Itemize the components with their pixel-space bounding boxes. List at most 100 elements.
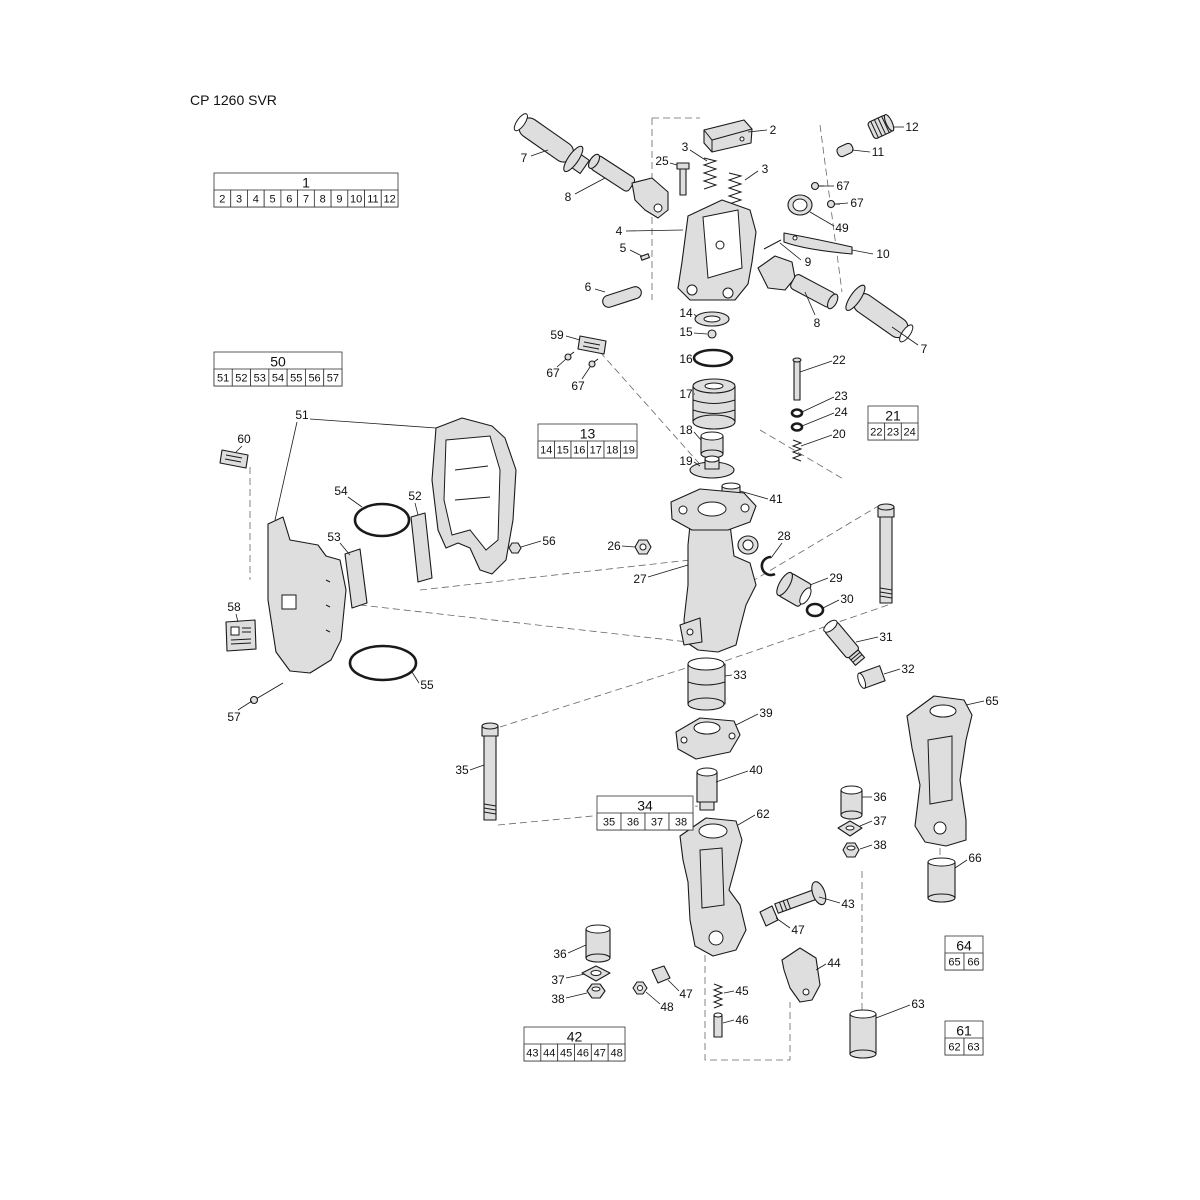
leader-line bbox=[693, 431, 702, 441]
part-43-latch-bolt bbox=[774, 881, 827, 914]
callout-number: 33 bbox=[733, 668, 747, 682]
kit-item-number: 56 bbox=[308, 373, 320, 385]
kit-item-number: 37 bbox=[651, 817, 663, 829]
callout-number: 38 bbox=[873, 838, 887, 852]
kit-item-number: 3 bbox=[236, 194, 242, 206]
part-55-seal-ring bbox=[348, 644, 418, 682]
callout-number: 4 bbox=[616, 224, 623, 238]
callout-number: 39 bbox=[759, 706, 773, 720]
leader-line bbox=[723, 990, 735, 994]
part-6-pin bbox=[602, 286, 642, 308]
part-10-lever-strip bbox=[783, 232, 853, 255]
callout-number: 5 bbox=[620, 241, 627, 255]
leader-line bbox=[625, 229, 684, 232]
part-35-side-bolt bbox=[481, 722, 499, 821]
leader-line bbox=[722, 1019, 735, 1024]
leader-line bbox=[621, 545, 636, 548]
leader-line bbox=[339, 542, 351, 556]
callout-number: 24 bbox=[834, 405, 848, 419]
leader-line bbox=[735, 713, 759, 726]
kit-item-number: 57 bbox=[327, 373, 339, 385]
kit-item-number: 14 bbox=[540, 445, 552, 457]
callout-number: 22 bbox=[832, 353, 846, 367]
kit-cell bbox=[963, 1037, 984, 1056]
kit-item-number: 63 bbox=[967, 1042, 979, 1054]
kit-item-number: 36 bbox=[627, 817, 639, 829]
callout-number: 36 bbox=[873, 790, 887, 804]
part-58-label bbox=[225, 619, 257, 652]
part-9-pin bbox=[763, 239, 782, 250]
part-32-sleeve bbox=[857, 665, 886, 689]
leader-line bbox=[851, 249, 874, 255]
kit-item-number: 15 bbox=[557, 445, 569, 457]
part-2-top-cap bbox=[703, 119, 753, 153]
callout-number: 15 bbox=[679, 325, 693, 339]
part-3-spring bbox=[727, 172, 743, 205]
callout-number: 37 bbox=[873, 814, 887, 828]
leader-line bbox=[567, 944, 587, 954]
kit-item-number: 24 bbox=[904, 427, 916, 439]
part-23-ring bbox=[790, 408, 804, 418]
callout-number: 37 bbox=[551, 973, 565, 987]
callout-number: 45 bbox=[735, 984, 749, 998]
part-67-screw bbox=[588, 358, 599, 368]
kit-number: 61 bbox=[956, 1023, 972, 1039]
callout-number: 47 bbox=[791, 923, 805, 937]
callout-number: 55 bbox=[420, 678, 434, 692]
kit-item-number: 45 bbox=[560, 1048, 572, 1060]
callout-number: 28 bbox=[777, 529, 791, 543]
leader-line bbox=[556, 358, 567, 368]
kit-item-number: 8 bbox=[320, 194, 326, 206]
kit-item-number: 43 bbox=[526, 1048, 538, 1060]
part-24-ring bbox=[790, 422, 804, 432]
kit-cell bbox=[380, 189, 399, 208]
part-38-nut-right bbox=[842, 842, 860, 858]
kit-item-number: 9 bbox=[336, 194, 342, 206]
part-44-latch-lever bbox=[781, 947, 821, 1003]
callout-number: 9 bbox=[805, 255, 812, 269]
kit-item-number: 17 bbox=[590, 445, 602, 457]
callout-number: 52 bbox=[408, 489, 422, 503]
part-65-front-head bbox=[906, 695, 973, 847]
part-4-handle-head bbox=[677, 199, 757, 301]
callout-number: 19 bbox=[679, 454, 693, 468]
kit-number: 50 bbox=[270, 354, 286, 370]
leader-line bbox=[667, 979, 680, 992]
leader-line bbox=[801, 412, 835, 427]
kit-number: 34 bbox=[637, 798, 653, 814]
part-7-handle-grip-left bbox=[513, 113, 590, 175]
part-7-handle-grip-right bbox=[845, 284, 914, 343]
callout-number: 53 bbox=[327, 530, 341, 544]
callout-number: 60 bbox=[237, 432, 251, 446]
leader-line bbox=[875, 1004, 911, 1019]
callout-number: 62 bbox=[756, 807, 770, 821]
kit-item-number: 38 bbox=[675, 817, 687, 829]
part-46-pin bbox=[713, 1012, 723, 1038]
part-3-spring bbox=[702, 157, 718, 190]
kit-item-number: 7 bbox=[303, 194, 309, 206]
part-30-o-ring bbox=[805, 602, 825, 618]
callout-number: 66 bbox=[968, 851, 982, 865]
callout-number: 23 bbox=[834, 389, 848, 403]
leader-line bbox=[715, 770, 749, 783]
kit-cell bbox=[620, 440, 638, 459]
part-28-clip bbox=[760, 555, 776, 577]
leader-line bbox=[954, 859, 968, 869]
leader-line bbox=[859, 820, 873, 827]
callout-number: 40 bbox=[749, 763, 763, 777]
leader-line bbox=[235, 613, 239, 623]
kit-item-number: 6 bbox=[286, 194, 292, 206]
leader-line bbox=[859, 844, 873, 850]
leader-line bbox=[822, 599, 840, 609]
part-48-nut bbox=[632, 981, 648, 995]
kit-cell bbox=[323, 368, 343, 387]
leader-line bbox=[469, 764, 485, 771]
kit-item-number: 5 bbox=[269, 194, 275, 206]
part-17-valve-body bbox=[692, 378, 736, 430]
kit-item-number: 52 bbox=[235, 373, 247, 385]
kit-item-number: 16 bbox=[573, 445, 585, 457]
